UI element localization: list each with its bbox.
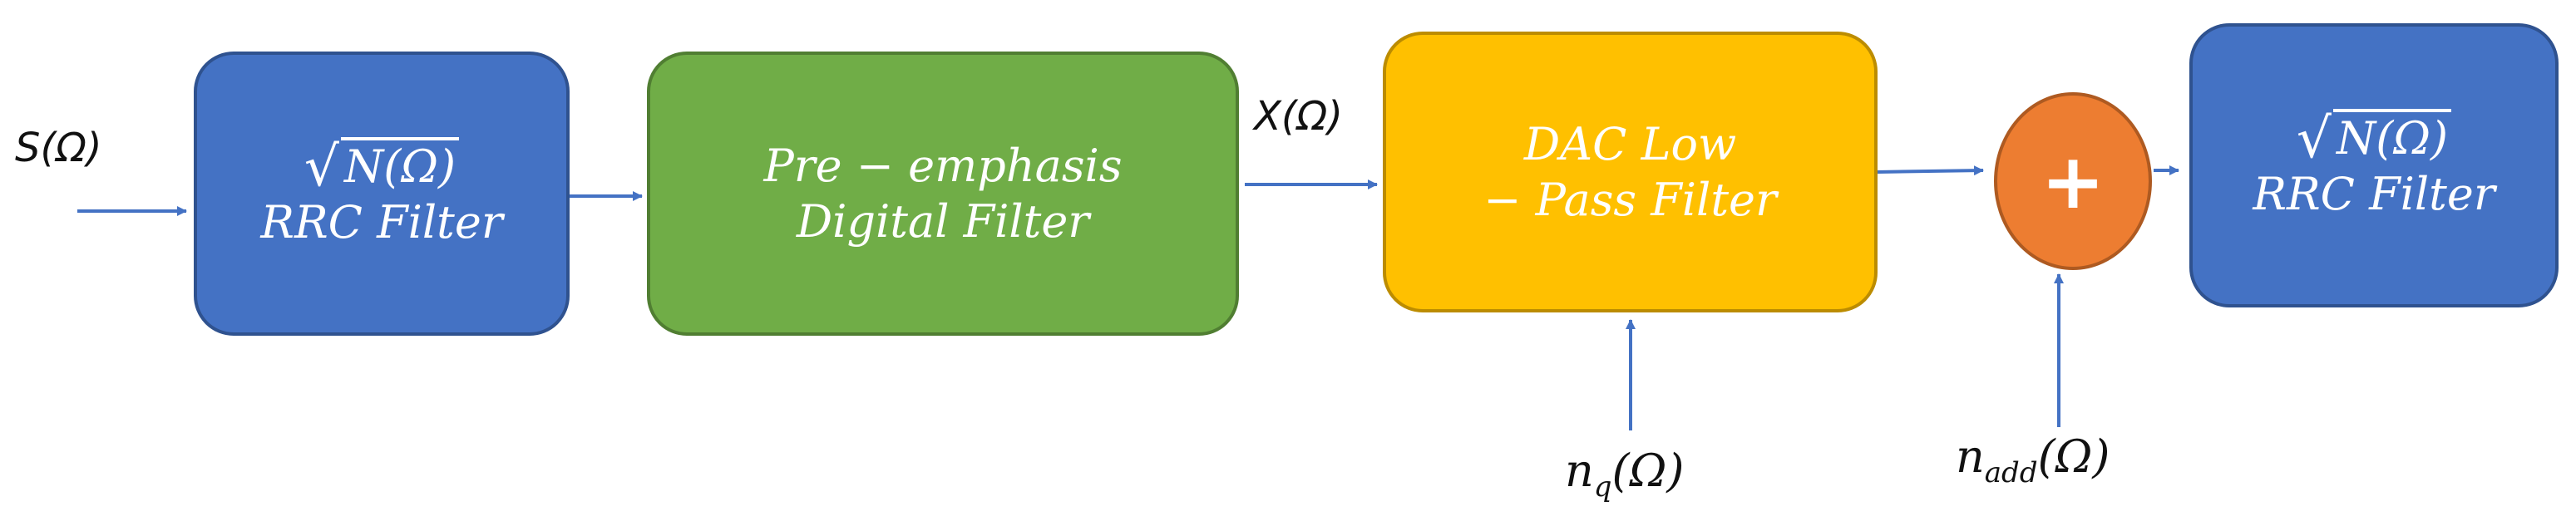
sqrt-radicand: N(Ω) bbox=[340, 136, 460, 194]
rrc-filter-block-output: √N(Ω) RRC Filter bbox=[2189, 23, 2559, 307]
block-label-line2: Digital Filter bbox=[796, 195, 1090, 248]
block-label-line1: Pre − emphasis bbox=[763, 139, 1123, 192]
summing-junction: + bbox=[1994, 92, 2152, 270]
input-signal-label: S(Ω) bbox=[15, 125, 102, 171]
sqrt-expression: √N(Ω) bbox=[303, 134, 460, 199]
sqrt-icon: √ bbox=[303, 134, 339, 199]
additive-noise-label: nadd(Ω) bbox=[1956, 430, 2110, 489]
quantization-noise-label: nq(Ω) bbox=[1565, 445, 1685, 504]
block-label-line1: DAC Low bbox=[1523, 117, 1737, 170]
block-label: RRC Filter bbox=[260, 195, 503, 248]
arrow-dac-to-summer bbox=[1877, 165, 1984, 176]
dac-low-pass-filter-block: DAC Low − Pass Filter bbox=[1383, 32, 1878, 312]
pre-emphasis-filter-block: Pre − emphasis Digital Filter bbox=[647, 52, 1239, 336]
x-signal-label: X(Ω) bbox=[1254, 93, 1344, 140]
sqrt-expression: √N(Ω) bbox=[2296, 106, 2452, 170]
sqrt-icon: √ bbox=[2296, 106, 2332, 170]
block-label-line2: − Pass Filter bbox=[1483, 174, 1777, 226]
block-label: RRC Filter bbox=[2253, 167, 2495, 220]
rrc-filter-block-input: √N(Ω) RRC Filter bbox=[194, 52, 570, 336]
sqrt-radicand: N(Ω) bbox=[2332, 108, 2452, 166]
